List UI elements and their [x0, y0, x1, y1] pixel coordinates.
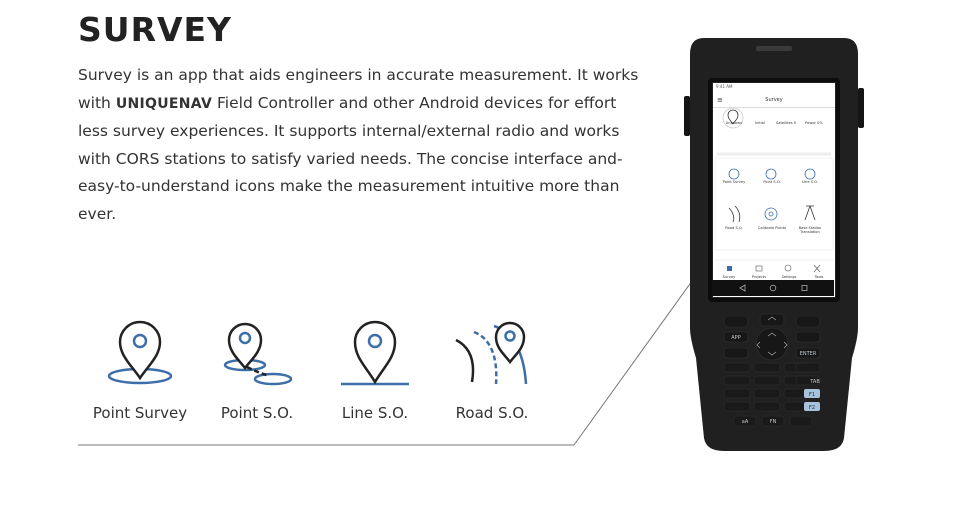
menu-icon[interactable]: ≡	[717, 96, 723, 104]
app-tile-point-survey[interactable]: Point Survey	[722, 180, 746, 184]
brand-name: UNIQUENAV	[115, 95, 213, 112]
app-tile-base-station[interactable]: Base Station Translation	[798, 226, 822, 234]
app-tile-line-so[interactable]: Line S.O.	[802, 180, 818, 184]
feature-label: Point Survey	[92, 404, 188, 422]
key-fn[interactable]: FN	[770, 419, 777, 425]
feature-label: Point S.O.	[220, 404, 294, 422]
description: Survey is an app that aids engineers in …	[78, 62, 648, 228]
top-status-label: Satellites 0	[775, 121, 797, 125]
feature-point-stakeout: Point S.O.	[197, 318, 317, 428]
line-stakeout-icon	[341, 320, 409, 386]
feature-road-stakeout: Road S.O.	[432, 318, 552, 428]
app-title: Survey	[765, 97, 783, 103]
key-aa[interactable]: aA	[742, 419, 749, 425]
app-tile-point-so[interactable]: Point S.O.	[763, 180, 781, 184]
tab-projects[interactable]: Projects	[751, 275, 767, 279]
top-status-label: Initial	[755, 121, 765, 125]
road-stakeout-icon	[455, 321, 528, 385]
top-status-label: Unknown	[725, 121, 743, 125]
key-f2[interactable]: F2	[809, 405, 815, 411]
point-stakeout-icon	[223, 322, 293, 386]
device-screen: 9:41 AM ≡ Survey Unknown Initial	[712, 82, 836, 298]
keypad: APP ENTER TAB aA FN F1 F2	[723, 313, 820, 427]
tab-survey[interactable]: Survey	[722, 275, 736, 279]
nav-icons	[739, 284, 808, 292]
description-text-2: Field Controller and other Android devic…	[78, 93, 623, 223]
top-status-label: Power 0%	[805, 121, 823, 125]
app-header: ≡ Survey	[713, 93, 835, 108]
feature-label: Line S.O.	[341, 404, 409, 422]
app-tile-calibrate[interactable]: Calibrate Points	[757, 226, 787, 230]
key-app[interactable]: APP	[731, 335, 740, 341]
app-tile-road-so[interactable]: Road S.O.	[725, 226, 743, 230]
tab-tools[interactable]: Tools	[814, 275, 824, 279]
field-controller-device: 9:41 AM ≡ Survey Unknown Initial	[684, 38, 864, 451]
page-title: SURVEY	[78, 10, 232, 49]
feature-point-survey: Point Survey	[80, 318, 200, 428]
feature-label: Road S.O.	[455, 404, 529, 422]
key-f1[interactable]: F1	[809, 392, 815, 398]
key-tab[interactable]: TAB	[809, 379, 820, 385]
point-survey-icon	[107, 320, 173, 385]
android-nav-bar	[712, 280, 834, 296]
description-text-1: Survey is an app that aids engineers in …	[78, 66, 639, 112]
status-bar: 9:41 AM	[716, 84, 733, 89]
feature-line-stakeout: Line S.O.	[315, 318, 435, 428]
app-content	[714, 107, 834, 273]
key-enter[interactable]: ENTER	[800, 351, 817, 357]
tab-settings[interactable]: Settings	[781, 275, 797, 279]
